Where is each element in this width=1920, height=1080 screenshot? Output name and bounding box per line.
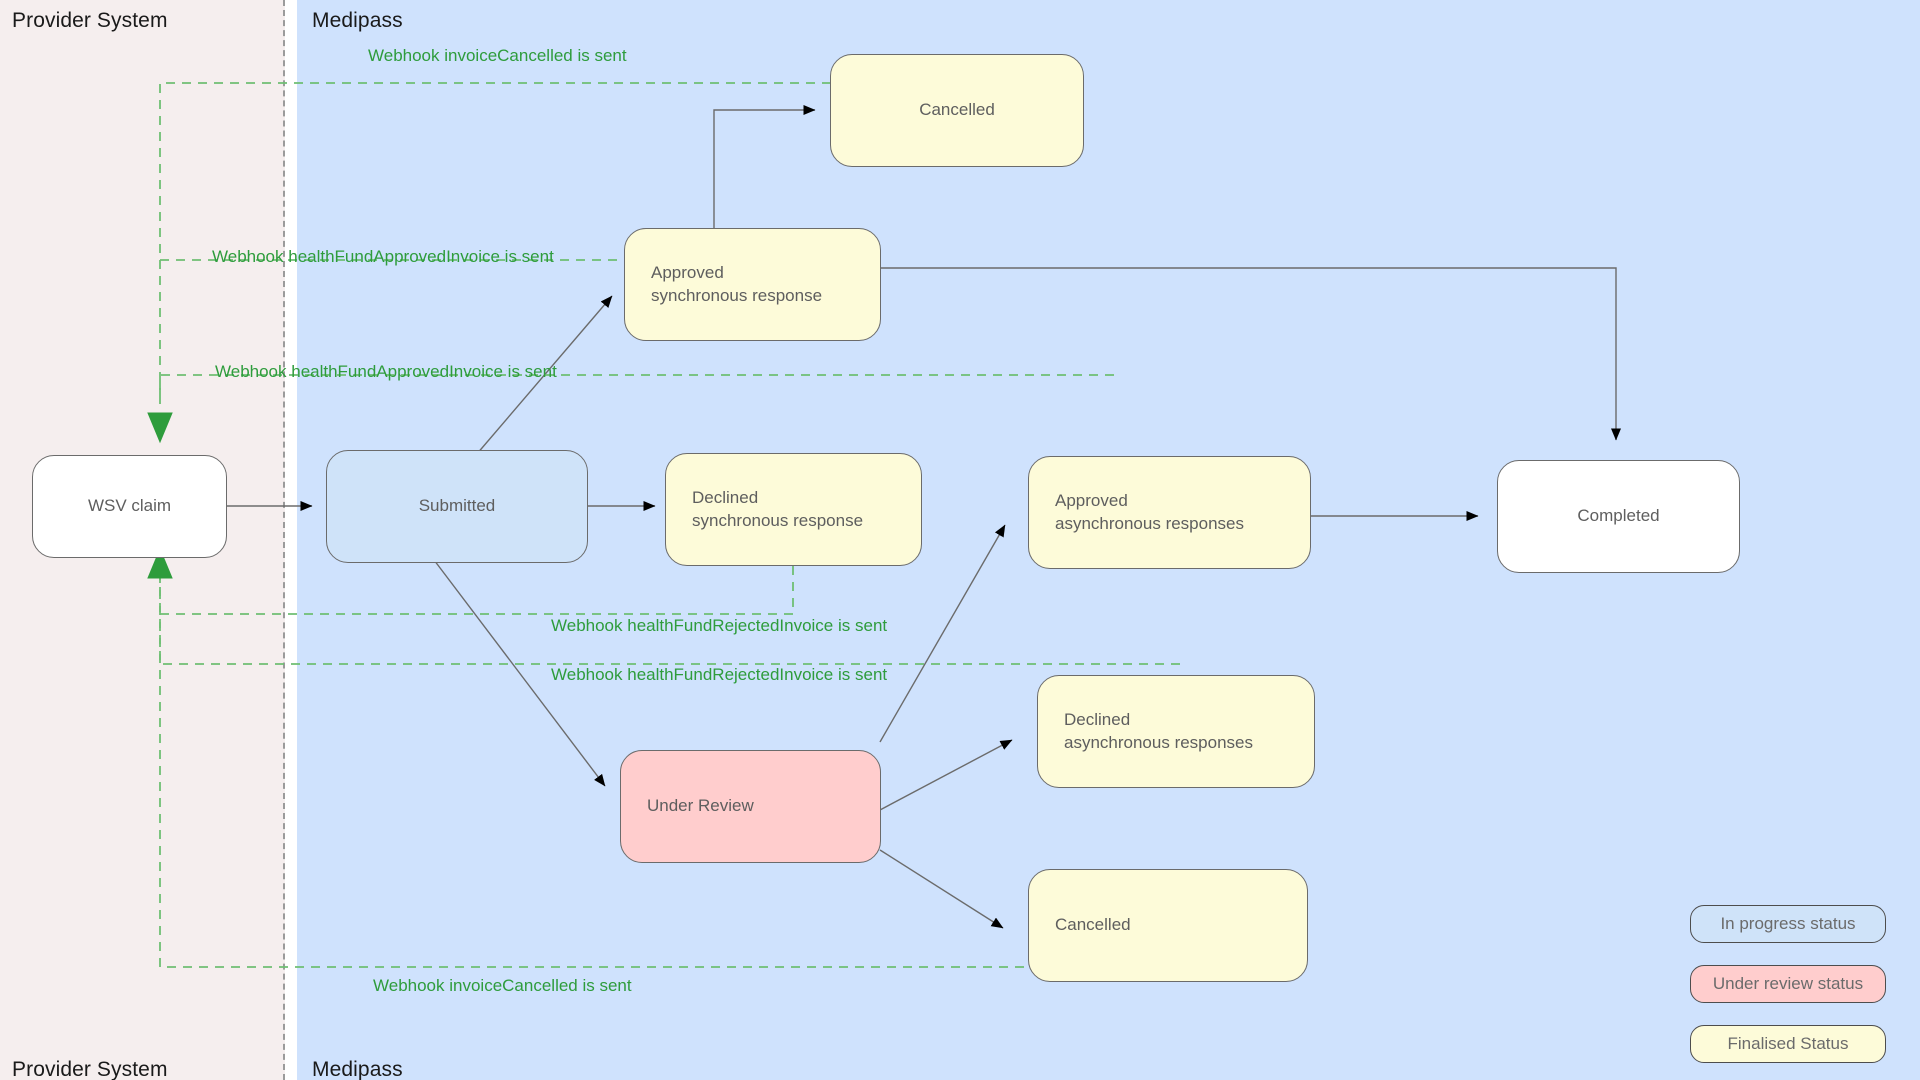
node-declined-synchronous-response[interactable]: Declined synchronous response [665,453,922,566]
legend: In progress status Under review status F… [1690,905,1886,1063]
node-under-review[interactable]: Under Review [620,750,881,863]
webhook-label-rejected-2: Webhook healthFundRejectedInvoice is sen… [551,665,888,684]
node-approved-asynchronous-responses[interactable]: Approved asynchronous responses [1028,456,1311,569]
node-cancelled-bottom[interactable]: Cancelled [1028,869,1308,982]
node-submitted[interactable]: Submitted [326,450,588,563]
swimlane-label-provider-bottom: Provider System [12,1058,168,1080]
webhook-label-approved-1: Webhook healthFundApprovedInvoice is sen… [212,247,554,266]
webhook-label-invoice-cancelled-bottom: Webhook invoiceCancelled is sent [373,976,632,995]
swimlane-label-provider-top: Provider System [12,9,168,32]
legend-item-in-progress[interactable]: In progress status [1690,905,1886,943]
node-wsv-claim[interactable]: WSV claim [32,455,227,558]
webhook-label-rejected-1: Webhook healthFundRejectedInvoice is sen… [551,616,888,635]
legend-item-finalised[interactable]: Finalised Status [1690,1025,1886,1063]
webhook-label-invoice-cancelled-top: Webhook invoiceCancelled is sent [368,46,627,65]
node-completed[interactable]: Completed [1497,460,1740,573]
node-approved-synchronous-response[interactable]: Approved synchronous response [624,228,881,341]
webhook-label-approved-2: Webhook healthFundApprovedInvoice is sen… [215,362,557,381]
swimlane-label-medipass-top: Medipass [312,9,403,32]
node-cancelled-top[interactable]: Cancelled [830,54,1084,167]
node-declined-asynchronous-responses[interactable]: Declined asynchronous responses [1037,675,1315,788]
swimlane-label-medipass-bottom: Medipass [312,1058,403,1080]
legend-item-under-review[interactable]: Under review status [1690,965,1886,1003]
